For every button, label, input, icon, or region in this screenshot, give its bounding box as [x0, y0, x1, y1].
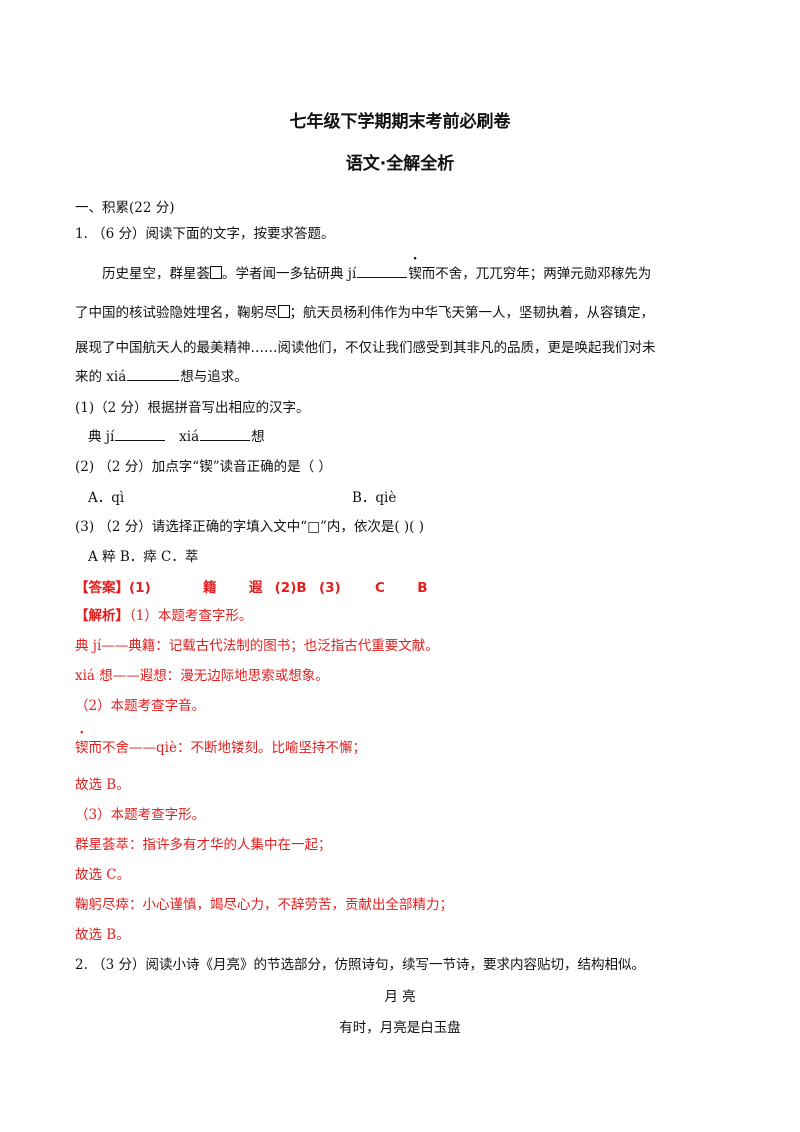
- passage-text: 来的 xiá: [75, 369, 127, 385]
- answer-label: xiá: [179, 429, 200, 445]
- passage-text: ；航天员杨利伟作为中华飞天第一人，坚韧执着，从容镇定，: [289, 305, 655, 321]
- pinyin-blank: [127, 379, 180, 381]
- answer-label: 想: [251, 429, 265, 445]
- answer-item: C: [374, 580, 385, 596]
- passage-line-4: 来的 xiá 想与追求。: [75, 365, 248, 385]
- answer-item: 籍: [203, 580, 217, 596]
- answer-item: B: [417, 580, 428, 596]
- option-b: B．qiè: [352, 490, 397, 506]
- section-heading: 一、积累(22 分): [75, 200, 175, 216]
- passage-text: 了中国的核试验隐姓埋名，鞠躬尽: [75, 305, 278, 321]
- analysis-line-2: 典 jí——典籍：记载古代法制的图书；也泛指古代重要文献。: [75, 638, 439, 654]
- analysis-line-8: 群星荟萃：指许多有才华的人集中在一起；: [75, 837, 332, 853]
- answer-item: (1): [129, 580, 151, 596]
- blank-box: [210, 266, 222, 279]
- answer-blank: [200, 439, 251, 441]
- question-2-stem: 2. （3 分）阅读小诗《月亮》的节选部分，仿照诗句，续写一节诗，要求内容贴切，…: [75, 957, 646, 973]
- sub-question-3-options: A 粹 B．瘁 C．萃: [88, 549, 199, 565]
- option-a: A．qì: [88, 490, 125, 506]
- passage-line-3: 展现了中国航天人的最美精神……阅读他们，不仅让我们感受到其非凡的品质，更是唤起我…: [75, 340, 656, 356]
- analysis-line-6: 故选 B。: [75, 777, 130, 793]
- analysis-line-3: xiá 想——遐想：漫无边际地思索或想象。: [75, 668, 329, 684]
- analysis-line-7: （3）本题考查字形。: [75, 807, 206, 823]
- answer-item: (2)B: [274, 580, 307, 596]
- sub-question-1: (1)（2 分）根据拼音写出相应的汉字。: [75, 400, 310, 416]
- poem-line: 有时，月亮是白玉盘: [339, 1020, 461, 1036]
- analysis-line-10: 鞠躬尽瘁：小心谨慎，竭尽心力，不辞劳苦，贡献出全部精力；: [75, 897, 453, 913]
- pinyin-blank: [357, 276, 408, 278]
- analysis-line-9: 故选 C。: [75, 867, 131, 883]
- analysis-line-11: 故选 B。: [75, 927, 130, 943]
- analysis-line-5: 锲而不舍——qiè：不断地镂刻。比喻坚持不懈；: [75, 736, 366, 756]
- passage-text: 想与追求。: [180, 369, 248, 385]
- page-subtitle: 语文·全解全析: [345, 154, 455, 174]
- analysis-line-1: 【解析】（1）本题考查字形。: [75, 604, 252, 624]
- analysis-text: （1）本题考查字形。: [129, 608, 253, 624]
- passage-line-1: 历史星空，群星荟。学者闻一多钻研典 jí 锲而不舍，兀兀穷年；两弹元勋邓稼先为: [102, 262, 651, 282]
- answer-blank: [115, 439, 166, 441]
- answer-label: 【答案】: [75, 580, 129, 596]
- analysis-line-4: （2）本题考查字音。: [75, 698, 206, 714]
- page-title: 七年级下学期期末考前必刷卷: [289, 112, 511, 132]
- passage-text: 。学者闻一多钻研典 jí: [222, 266, 357, 282]
- answer-line: 【答案】(1) 籍 遐 (2)B (3) C B: [75, 576, 428, 596]
- sub-question-3: (3) （2 分）请选择正确的字填入文中“□”内，依次是( )( ): [75, 519, 425, 535]
- sub-question-1-answer-line: 典 jí xiá 想: [88, 425, 265, 445]
- passage-text: 历史星空，群星荟: [102, 266, 210, 282]
- dotted-character: 锲: [408, 262, 422, 282]
- poem-title: 月 亮: [384, 989, 416, 1005]
- blank-box: [277, 305, 290, 318]
- passage-text: 而不舍，兀兀穷年；两弹元勋邓稼先为: [421, 266, 652, 282]
- answer-item: (3): [318, 580, 341, 596]
- dotted-character: 锲: [75, 736, 89, 756]
- analysis-label: 【解析】: [75, 608, 129, 624]
- passage-line-2: 了中国的核试验隐姓埋名，鞠躬尽 ；航天员杨利伟作为中华飞天第一人，坚韧执着，从容镇…: [75, 301, 654, 321]
- question-1-stem: 1. （6 分）阅读下面的文字，按要求答题。: [75, 226, 335, 242]
- answer-label: 典 jí: [88, 429, 115, 445]
- answer-item: 遐: [248, 580, 263, 596]
- analysis-text: 而不舍——qiè：不断地镂刻。比喻坚持不懈；: [88, 740, 366, 756]
- sub-question-2: (2) （2 分）加点字“锲”读音正确的是（ ）: [75, 459, 332, 475]
